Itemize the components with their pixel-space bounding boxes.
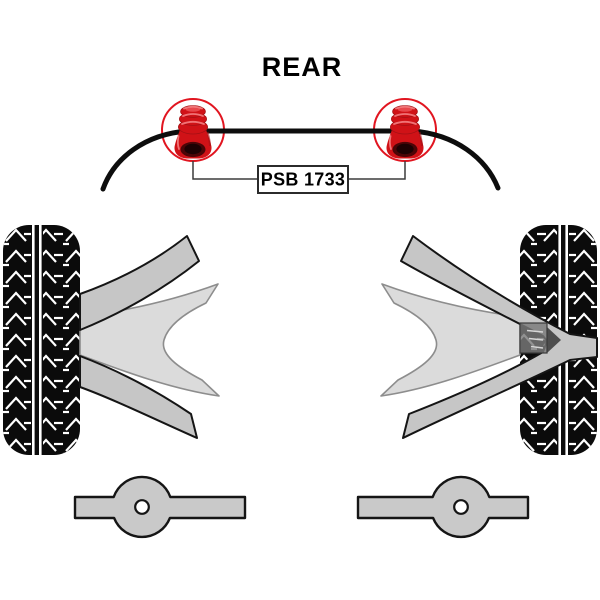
axle-component-right	[356, 475, 530, 539]
connector-left	[192, 161, 258, 180]
anti-roll-bar	[100, 128, 501, 192]
page-title: REAR	[262, 52, 343, 82]
suspension-left	[3, 225, 220, 455]
part-label: PSB 1733	[261, 170, 345, 190]
hub-shade-triangle	[547, 327, 561, 353]
connector-right	[348, 161, 406, 180]
part-label-box	[257, 165, 349, 194]
wishbone-right	[380, 283, 521, 397]
hub-overlay-line	[530, 345, 544, 349]
hub-overlay-line	[526, 329, 544, 333]
suspension-right	[380, 225, 598, 455]
tire-left-icon	[3, 225, 80, 455]
lower-arm-left	[79, 355, 198, 439]
hub-overlay-rect	[519, 322, 548, 354]
axle-component-left	[73, 475, 247, 539]
arm-assembly-right	[400, 235, 598, 439]
anti-roll-bar-assembly: PSB 1733	[100, 98, 501, 194]
upper-arm-left	[79, 235, 200, 331]
hub-overlay	[519, 322, 548, 354]
hub-overlay-line	[528, 337, 544, 341]
